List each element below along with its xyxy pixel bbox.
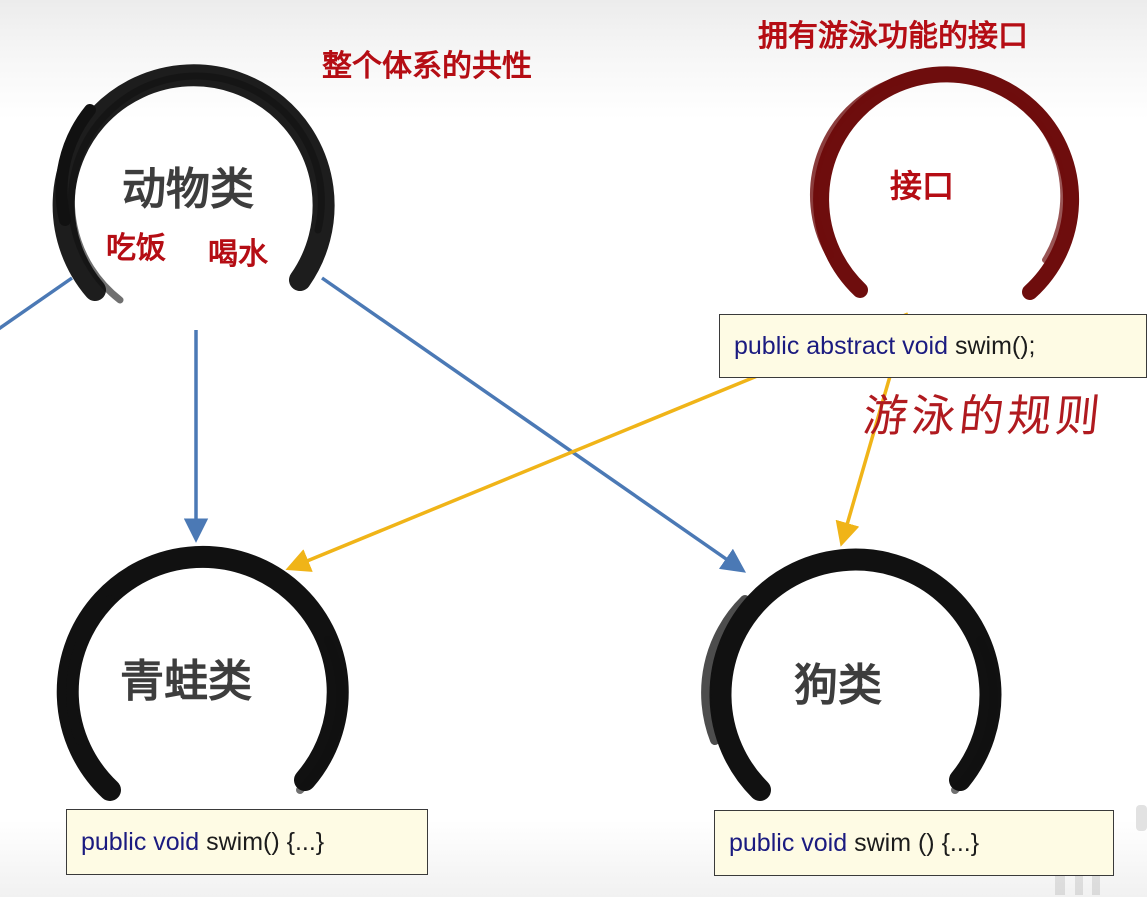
interface-caption: 拥有游泳功能的接口 — [758, 19, 1028, 54]
common-traits-caption: 整个体系的共性 — [322, 49, 532, 84]
dog-method-signature: swim () {...} — [854, 828, 980, 857]
dog-class-title: 狗类 — [794, 660, 882, 711]
interface-method-box: public abstract void swim(); — [719, 314, 1147, 378]
frog-class-title: 青蛙类 — [120, 656, 252, 707]
frog-method-keywords: public void — [81, 827, 200, 856]
interface-method-signature: swim(); — [954, 331, 1036, 360]
interface-ring — [809, 66, 1080, 300]
dog-method-box: public void swim () {...} — [714, 810, 1114, 876]
frog-method-signature: swim() {...} — [206, 827, 325, 856]
ability-drink-label: 喝水 — [208, 237, 268, 272]
interface-method-keywords: public abstract void — [734, 331, 949, 360]
animal-ring — [52, 64, 335, 304]
swim-rule-note: 游泳的规则 — [860, 391, 1107, 442]
interface-title: 接口 — [890, 167, 955, 205]
ability-eat-label: 吃饭 — [106, 231, 166, 266]
dog-method-keywords: public void — [729, 828, 848, 857]
frog-method-box: public void swim() {...} — [66, 809, 428, 875]
frog-ring — [56, 545, 349, 801]
inherit-arrow-dog — [321, 276, 747, 573]
scroll-handle[interactable] — [1136, 805, 1147, 831]
dog-ring — [701, 548, 1002, 801]
inherit-arrow-left — [0, 276, 73, 331]
animal-class-title: 动物类 — [122, 164, 254, 215]
